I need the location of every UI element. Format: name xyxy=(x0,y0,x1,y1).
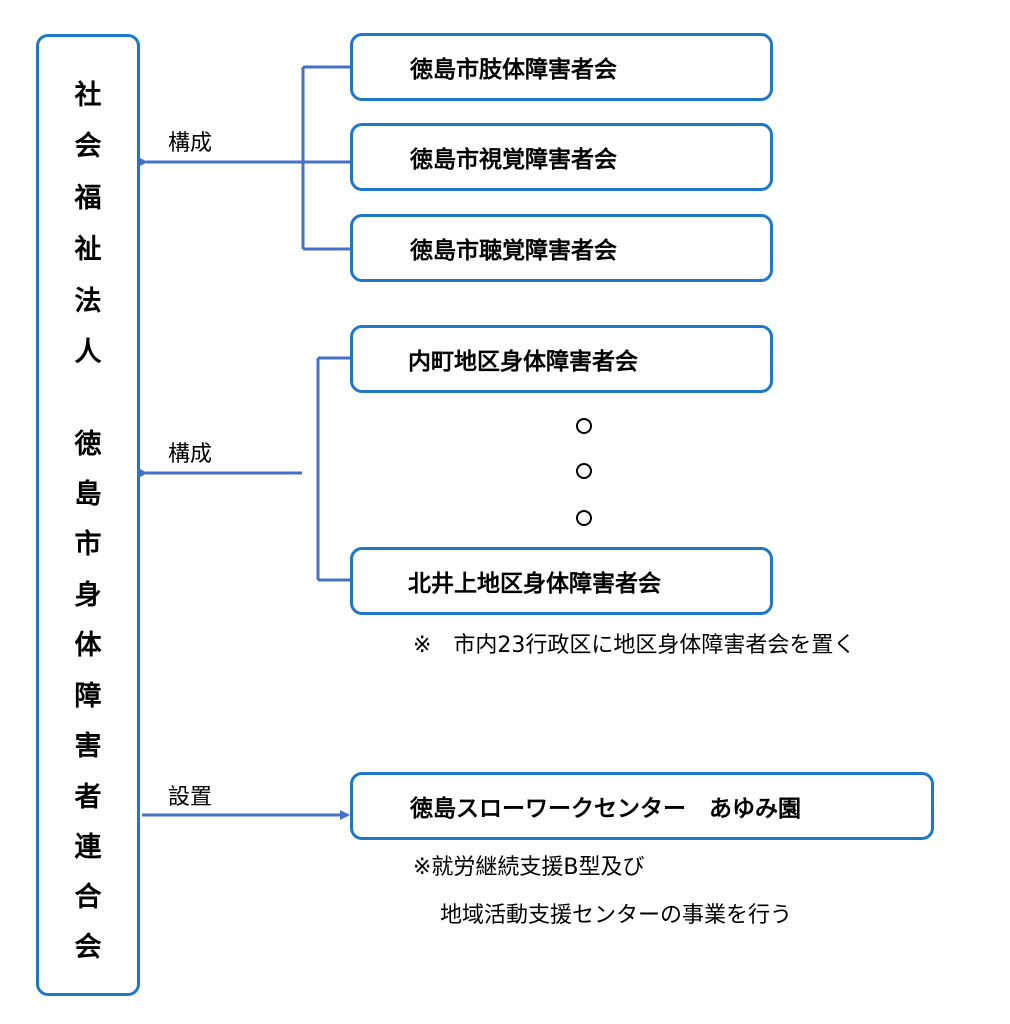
org-char: 市 xyxy=(74,529,102,560)
org-char: 祉 xyxy=(74,234,102,265)
facility-name: 徳島スローワークセンター あゆみ園 xyxy=(410,796,801,822)
org-char: 法 xyxy=(74,286,102,317)
org-char: 人 xyxy=(74,337,102,368)
member-name: 徳島市視覚障害者会 xyxy=(410,147,617,173)
member-box: 徳島市聴覚障害者会 xyxy=(350,214,773,282)
district-name: 北井上地区身体障害者会 xyxy=(408,571,661,597)
facility-box: 徳島スローワークセンター あゆみ園 xyxy=(350,772,934,840)
ellipsis-circle xyxy=(576,418,592,434)
district-box-first: 内町地区身体障害者会 xyxy=(350,325,773,393)
district-box-last: 北井上地区身体障害者会 xyxy=(350,547,773,615)
ellipsis-circle xyxy=(576,510,592,526)
org-char: 体 xyxy=(74,630,102,661)
district-note: ※ 市内23行政区に地区身体障害者会を置く xyxy=(413,633,856,658)
member-name: 徳島市聴覚障害者会 xyxy=(410,238,617,264)
member-box: 徳島市視覚障害者会 xyxy=(350,123,773,191)
organization-box: 社 会 福 祉 法 人 徳 島 市 身 体 障 害 者 連 合 会 xyxy=(36,34,140,996)
facility-note-line2: 地域活動支援センターの事業を行う xyxy=(440,903,793,928)
member-name: 徳島市肢体障害者会 xyxy=(410,57,617,83)
facility-label: 設置 xyxy=(168,785,213,810)
org-char: 身 xyxy=(74,580,102,611)
org-char: 島 xyxy=(74,479,102,510)
org-char: 合 xyxy=(74,882,102,913)
district-name: 内町地区身体障害者会 xyxy=(408,349,638,375)
org-char: 害 xyxy=(74,731,102,762)
org-char: 者 xyxy=(74,782,102,813)
facility-note-line1: ※就労継続支援B型及び xyxy=(413,855,645,880)
org-char: 障 xyxy=(74,681,102,712)
group2-bracket xyxy=(316,356,352,582)
ellipsis-circle xyxy=(576,463,592,479)
org-char: 徳 xyxy=(74,429,102,460)
member-box: 徳島市肢体障害者会 xyxy=(350,33,773,101)
org-char: 社 xyxy=(74,80,102,111)
org-char: 福 xyxy=(74,183,102,214)
group1-label: 構成 xyxy=(168,131,213,156)
group2-label: 構成 xyxy=(168,442,213,467)
org-char: 会 xyxy=(74,131,102,162)
group1-bracket xyxy=(301,65,352,251)
org-char: 会 xyxy=(74,932,102,963)
org-char: 連 xyxy=(74,832,102,863)
